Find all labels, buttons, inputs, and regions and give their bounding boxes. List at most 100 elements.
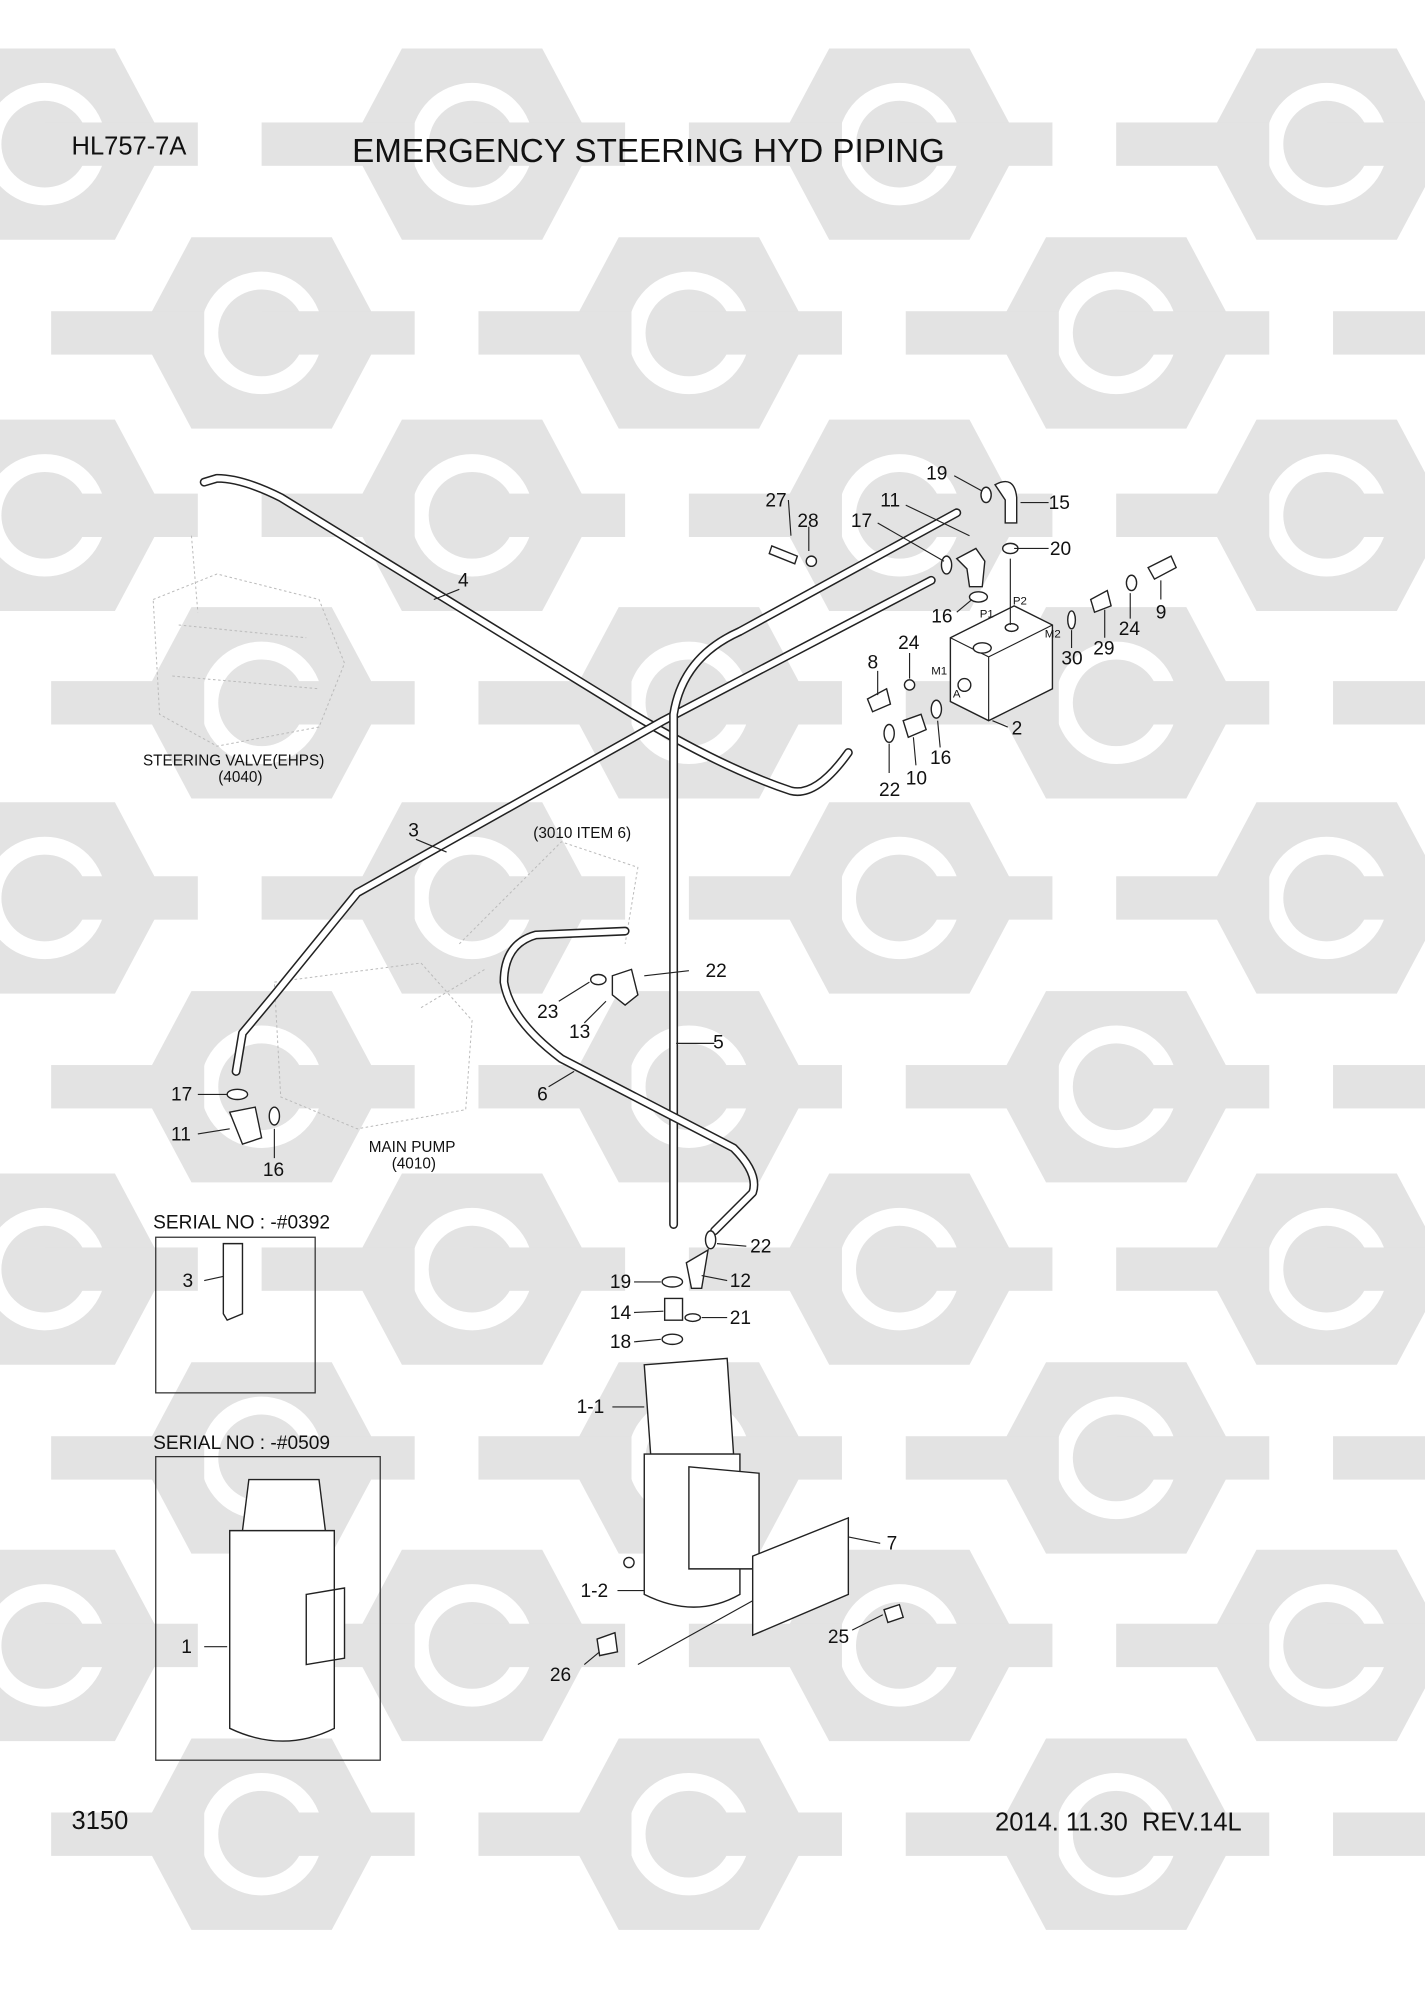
watermark-tile <box>51 237 415 429</box>
callout: 29 <box>1093 638 1114 659</box>
watermark-tile <box>0 419 198 611</box>
date-revision: 2014. 11.30 REV.14L <box>995 1808 1242 1836</box>
callout: 1-1 <box>577 1397 605 1418</box>
callout: 21 <box>730 1308 751 1329</box>
callout: 16 <box>931 606 952 627</box>
page-number: 3150 <box>72 1807 129 1835</box>
callout: 8 <box>867 652 878 673</box>
callout: 7 <box>887 1534 898 1555</box>
callout: 12 <box>730 1271 751 1292</box>
watermark-tile <box>51 1362 415 1554</box>
callout: 17 <box>851 511 872 532</box>
callout: 14 <box>610 1303 632 1324</box>
page-title: EMERGENCY STEERING HYD PIPING <box>352 133 945 170</box>
inset-hose-end <box>222 1242 244 1322</box>
callout: 10 <box>906 768 927 789</box>
watermark-tile <box>905 1738 1270 1930</box>
callout: 19 <box>610 1272 631 1293</box>
watermark-tile <box>1333 1436 1425 1480</box>
watermark-tile <box>51 991 415 1183</box>
callout: 22 <box>705 961 726 982</box>
callout: 16 <box>930 748 951 769</box>
inset-title-0392: SERIAL NO : -#0392 <box>153 1212 330 1233</box>
callout: 17 <box>171 1085 192 1106</box>
watermark-tile <box>478 237 842 429</box>
inset-title-0509: SERIAL NO : -#0509 <box>153 1433 330 1454</box>
callout: 19 <box>926 464 947 485</box>
callout-labels: 27 28 11 17 19 15 20 16 2 24 8 22 10 16 … <box>171 464 1166 1687</box>
callout: 11 <box>880 490 900 511</box>
port-m2: M2 <box>1045 629 1061 641</box>
model-label: HL757-7A <box>72 132 187 160</box>
watermark-tile <box>905 607 1270 799</box>
callout: 24 <box>898 633 920 654</box>
port-p2: P2 <box>1013 596 1027 608</box>
callout: 28 <box>797 511 818 532</box>
watermark-tile <box>0 48 198 240</box>
watermark-tile <box>0 1173 198 1365</box>
watermark-tile <box>1116 48 1425 240</box>
callout: 26 <box>550 1665 571 1686</box>
main-pump-ghost <box>273 841 639 1130</box>
watermark-tile <box>478 607 842 799</box>
hose-5 <box>669 508 962 1229</box>
watermark-tile <box>261 48 626 240</box>
main-pump-label: MAIN PUMP <box>369 1139 456 1156</box>
watermark-tile <box>1116 1173 1425 1365</box>
watermark-tile <box>1333 311 1425 355</box>
watermark-tile <box>51 1738 415 1930</box>
callout: 5 <box>713 1032 724 1053</box>
inset-callout-3: 3 <box>183 1271 194 1292</box>
callout: 18 <box>610 1332 631 1353</box>
emergency-pump-unit <box>596 1357 905 1657</box>
watermark-tile <box>688 48 1053 240</box>
callout: 15 <box>1049 493 1070 514</box>
callout: 27 <box>765 490 786 511</box>
callout: 22 <box>750 1237 771 1258</box>
watermark-tile <box>1116 1549 1425 1742</box>
hose-3 <box>231 575 936 1076</box>
watermark-tile <box>261 1173 626 1365</box>
watermark-tile <box>0 1549 198 1742</box>
watermark-tile <box>688 1549 1053 1742</box>
hose-4 <box>199 473 853 797</box>
hose-6 <box>499 926 759 1236</box>
watermark-layer <box>0 48 1425 1930</box>
callout: 20 <box>1050 539 1071 560</box>
item-reference-label: (3010 ITEM 6) <box>533 825 631 842</box>
valve-block <box>949 605 1054 722</box>
watermark-tile <box>1116 419 1425 611</box>
fittings <box>226 480 1178 1346</box>
port-p1: P1 <box>980 608 994 620</box>
watermark-tile <box>688 419 1053 611</box>
steering-valve-label: STEERING VALVE(EHPS) <box>143 752 324 769</box>
watermark-tile <box>905 991 1270 1183</box>
callout: 11 <box>171 1124 191 1145</box>
watermark-tile <box>261 419 626 611</box>
watermark-tile <box>688 802 1053 994</box>
callout: 16 <box>263 1160 284 1181</box>
callout: 25 <box>828 1627 849 1648</box>
inset-pump <box>229 1478 346 1742</box>
watermark-tile <box>51 607 415 799</box>
watermark-tile <box>1333 1065 1425 1109</box>
inset-serial-0509 <box>155 1455 381 1761</box>
callout: 23 <box>537 1002 558 1023</box>
leader-lines <box>197 475 1162 1666</box>
steering-valve-number: (4040) <box>218 769 262 786</box>
watermark-tile <box>478 1738 842 1930</box>
callout: 9 <box>1156 603 1167 624</box>
callout: 1-2 <box>580 1581 608 1602</box>
callout: 4 <box>458 571 469 592</box>
inset-callout-1: 1 <box>181 1637 192 1658</box>
main-pump-number: (4010) <box>392 1155 436 1172</box>
port-a: A <box>953 689 961 701</box>
callout: 24 <box>1119 619 1141 640</box>
callout: 30 <box>1061 649 1082 670</box>
watermark-tile <box>905 237 1270 429</box>
watermark-tile <box>1333 681 1425 725</box>
watermark-tile <box>1116 802 1425 994</box>
watermark-tile <box>905 1362 1270 1554</box>
callout: 6 <box>537 1085 548 1106</box>
